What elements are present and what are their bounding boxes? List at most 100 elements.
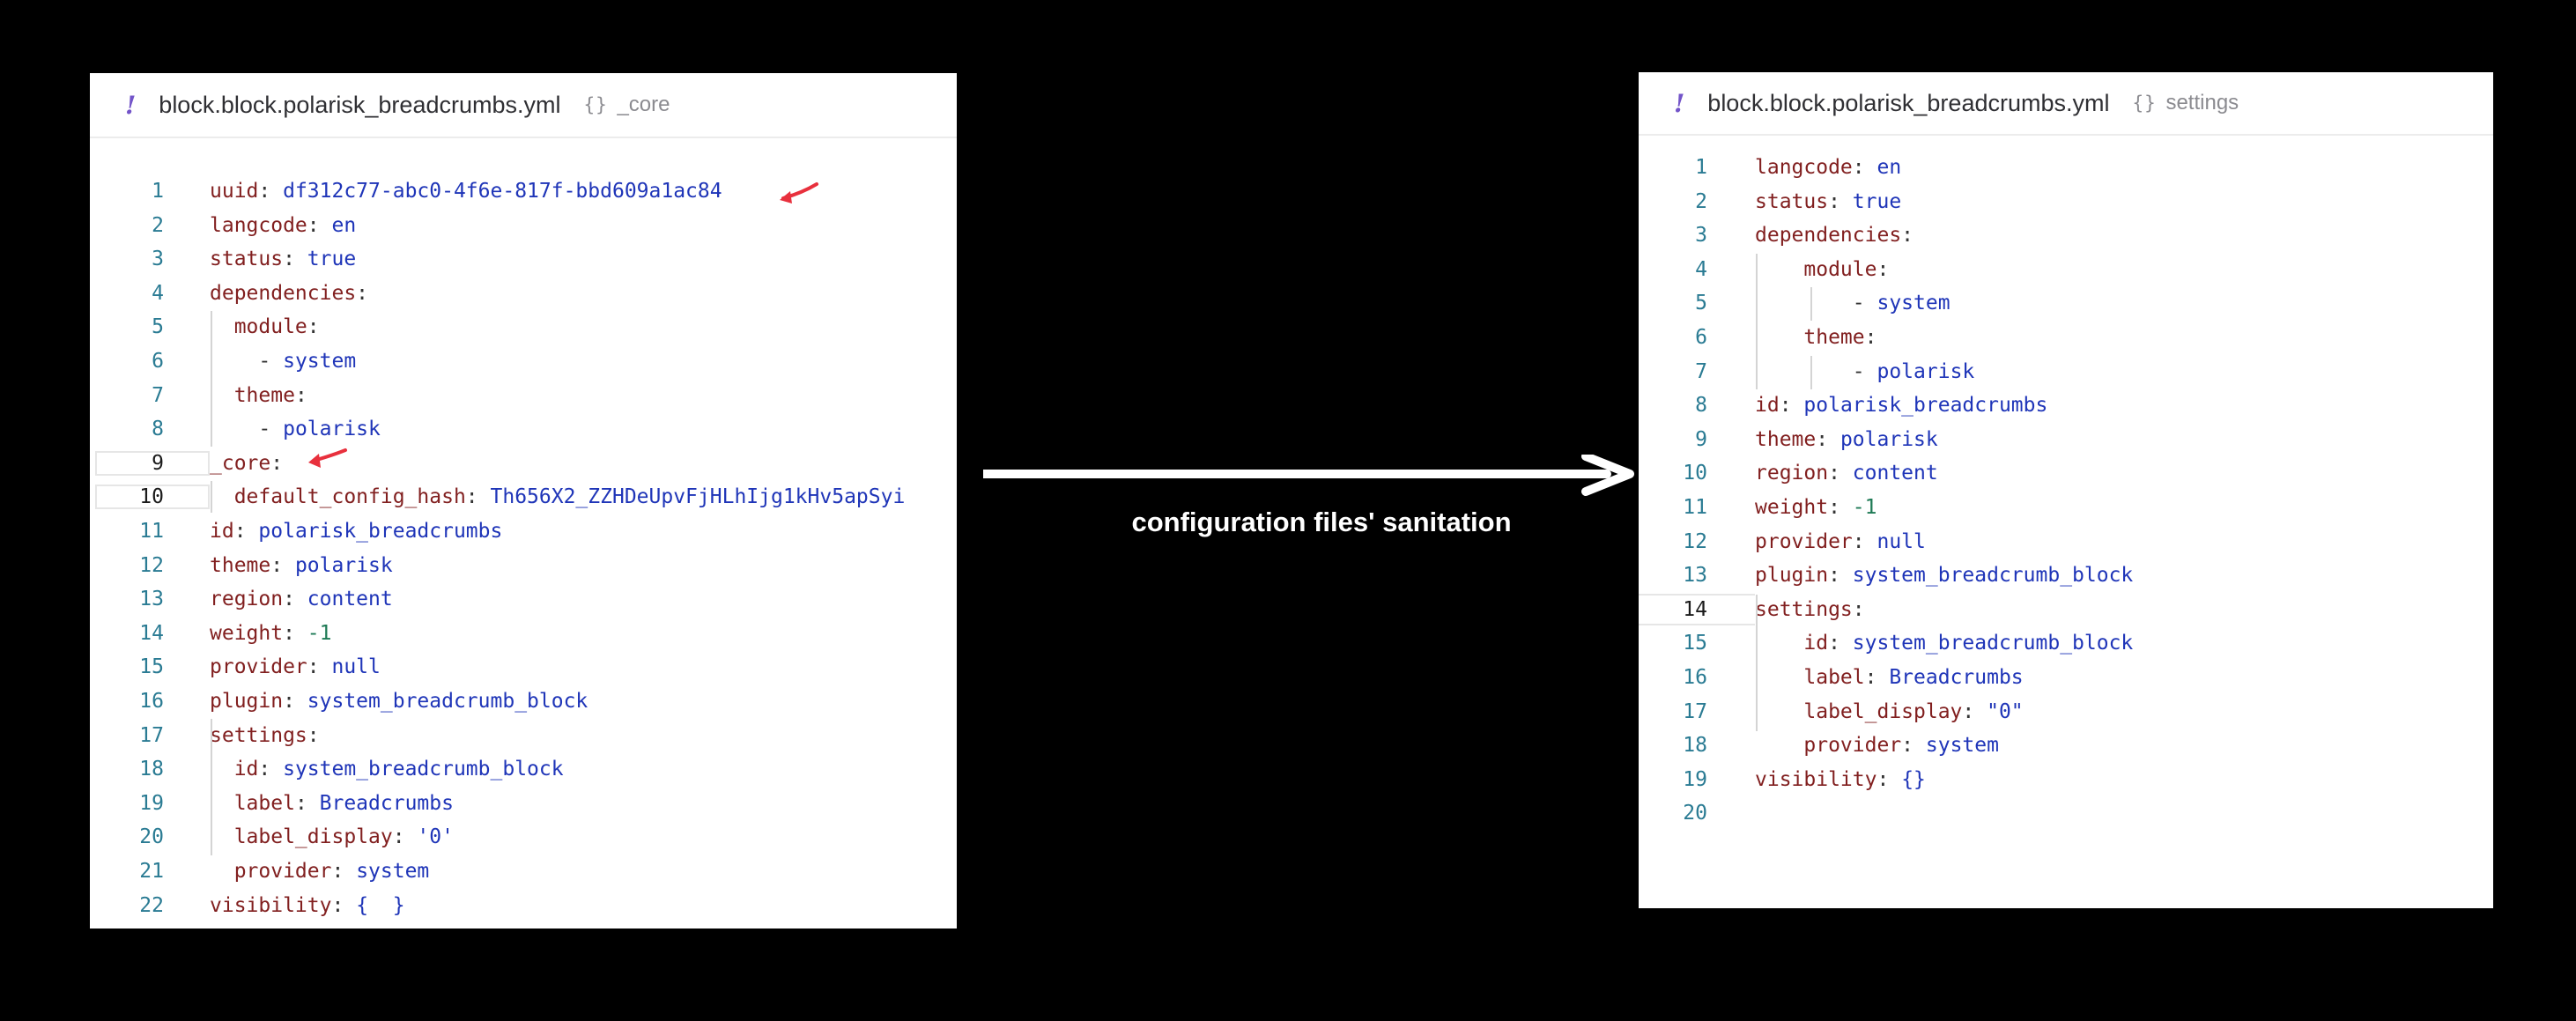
code-line[interactable]: 19 label: Breadcrumbs: [90, 788, 957, 819]
line-number: 12: [1683, 529, 1707, 553]
code-line[interactable]: 17 label_display: "0": [1639, 696, 2493, 728]
object-braces-icon: {}: [2132, 92, 2157, 114]
code-line[interactable]: 10 default_config_hash: Th656X2_ZZHDeUpv…: [90, 481, 957, 513]
code-token-punc: :: [283, 690, 307, 713]
code-line[interactable]: 15 id: system_breadcrumb_block: [1639, 627, 2493, 659]
code-token-key: label: [210, 791, 295, 815]
object-braces-icon: {}: [583, 94, 608, 115]
code-line[interactable]: 8 - polarisk: [90, 413, 957, 445]
code-line[interactable]: 7 theme:: [90, 380, 957, 411]
code-line[interactable]: 9_core:: [90, 448, 957, 479]
code-token-val: Breadcrumbs: [1889, 666, 2024, 689]
line-number: 20: [1683, 802, 1707, 825]
code-line[interactable]: 6 theme:: [1639, 322, 2493, 353]
left-editor-tab[interactable]: ! block.block.polarisk_breadcrumbs.yml {…: [90, 73, 957, 138]
line-number: 15: [1683, 632, 1707, 655]
code-line[interactable]: 18 id: system_breadcrumb_block: [90, 753, 957, 785]
code-text: id: system_breadcrumb_block: [1755, 627, 2133, 659]
code-token-punc: :: [294, 383, 307, 407]
line-number: 3: [152, 248, 164, 271]
code-token-key: plugin: [210, 690, 284, 713]
code-text: _core:: [210, 448, 283, 479]
code-token-punc: :: [233, 520, 259, 543]
code-line[interactable]: 20: [1639, 797, 2493, 829]
code-token-key: region: [210, 588, 284, 611]
line-number: 5: [1695, 292, 1707, 315]
code-token-val: '0': [417, 825, 454, 849]
line-number: 2: [1695, 189, 1707, 213]
line-number: 13: [139, 588, 164, 611]
code-line[interactable]: 18 provider: system: [1639, 729, 2493, 761]
code-text: langcode: en: [1755, 152, 1901, 183]
line-number: 12: [139, 553, 164, 577]
right-editor-panel: ! block.block.polarisk_breadcrumbs.yml {…: [1639, 72, 2493, 908]
code-line[interactable]: 6 - system: [90, 345, 957, 377]
right-editor-tab[interactable]: ! block.block.polarisk_breadcrumbs.yml {…: [1639, 72, 2493, 136]
code-line[interactable]: 20 label_display: '0': [90, 821, 957, 853]
code-text: status: true: [210, 243, 356, 275]
code-token-key: uuid: [210, 180, 259, 203]
code-text: region: content: [210, 583, 393, 615]
code-line[interactable]: 4 module:: [1639, 254, 2493, 285]
code-token-val: system: [1876, 292, 1951, 315]
code-text: provider: system: [210, 855, 430, 887]
code-token-num: -1: [1852, 496, 1877, 519]
transformation-arrow-icon: [983, 455, 1634, 496]
code-text: id: polarisk_breadcrumbs: [210, 515, 502, 547]
code-token-val: polarisk: [294, 553, 393, 577]
code-line[interactable]: 3 status: true: [90, 243, 957, 275]
left-breadcrumb[interactable]: {} _core: [583, 92, 670, 117]
code-token-val: system: [356, 860, 430, 883]
code-line[interactable]: 13 region: content: [90, 583, 957, 615]
code-line[interactable]: 16 label: Breadcrumbs: [1639, 662, 2493, 693]
code-token-punc: :: [1852, 597, 1865, 621]
line-number: 10: [139, 485, 164, 509]
code-line[interactable]: 5 module:: [90, 311, 957, 343]
code-line[interactable]: 21 provider: system: [90, 855, 957, 887]
line-number: 18: [1683, 734, 1707, 758]
code-token-punc: -: [210, 350, 284, 373]
code-line[interactable]: 23: [90, 923, 957, 929]
code-token-val: system_breadcrumb_block: [1852, 564, 2134, 588]
code-text: default_config_hash: Th656X2_ZZHDeUpvFjH…: [210, 481, 906, 513]
code-token-val: { }: [356, 893, 405, 917]
indent-guide: [211, 719, 212, 855]
code-line[interactable]: 5 - system: [1639, 287, 2493, 319]
line-number: 19: [139, 791, 164, 815]
code-token-punc: :: [1816, 427, 1840, 451]
code-token-key: langcode: [1755, 156, 1853, 179]
code-token-val: {}: [1901, 767, 1926, 791]
annotation-arrow-icon: [308, 448, 347, 468]
right-breadcrumb[interactable]: {} settings: [2132, 91, 2239, 115]
code-token-punc: :: [1864, 326, 1877, 349]
code-line[interactable]: 7 - polarisk: [1639, 356, 2493, 388]
code-text: label: Breadcrumbs: [1755, 662, 2024, 693]
yaml-file-icon: !: [125, 90, 137, 120]
code-text: label: Breadcrumbs: [210, 788, 454, 819]
code-token-val: "0": [1987, 699, 2024, 723]
yaml-file-icon: !: [1674, 88, 1685, 118]
